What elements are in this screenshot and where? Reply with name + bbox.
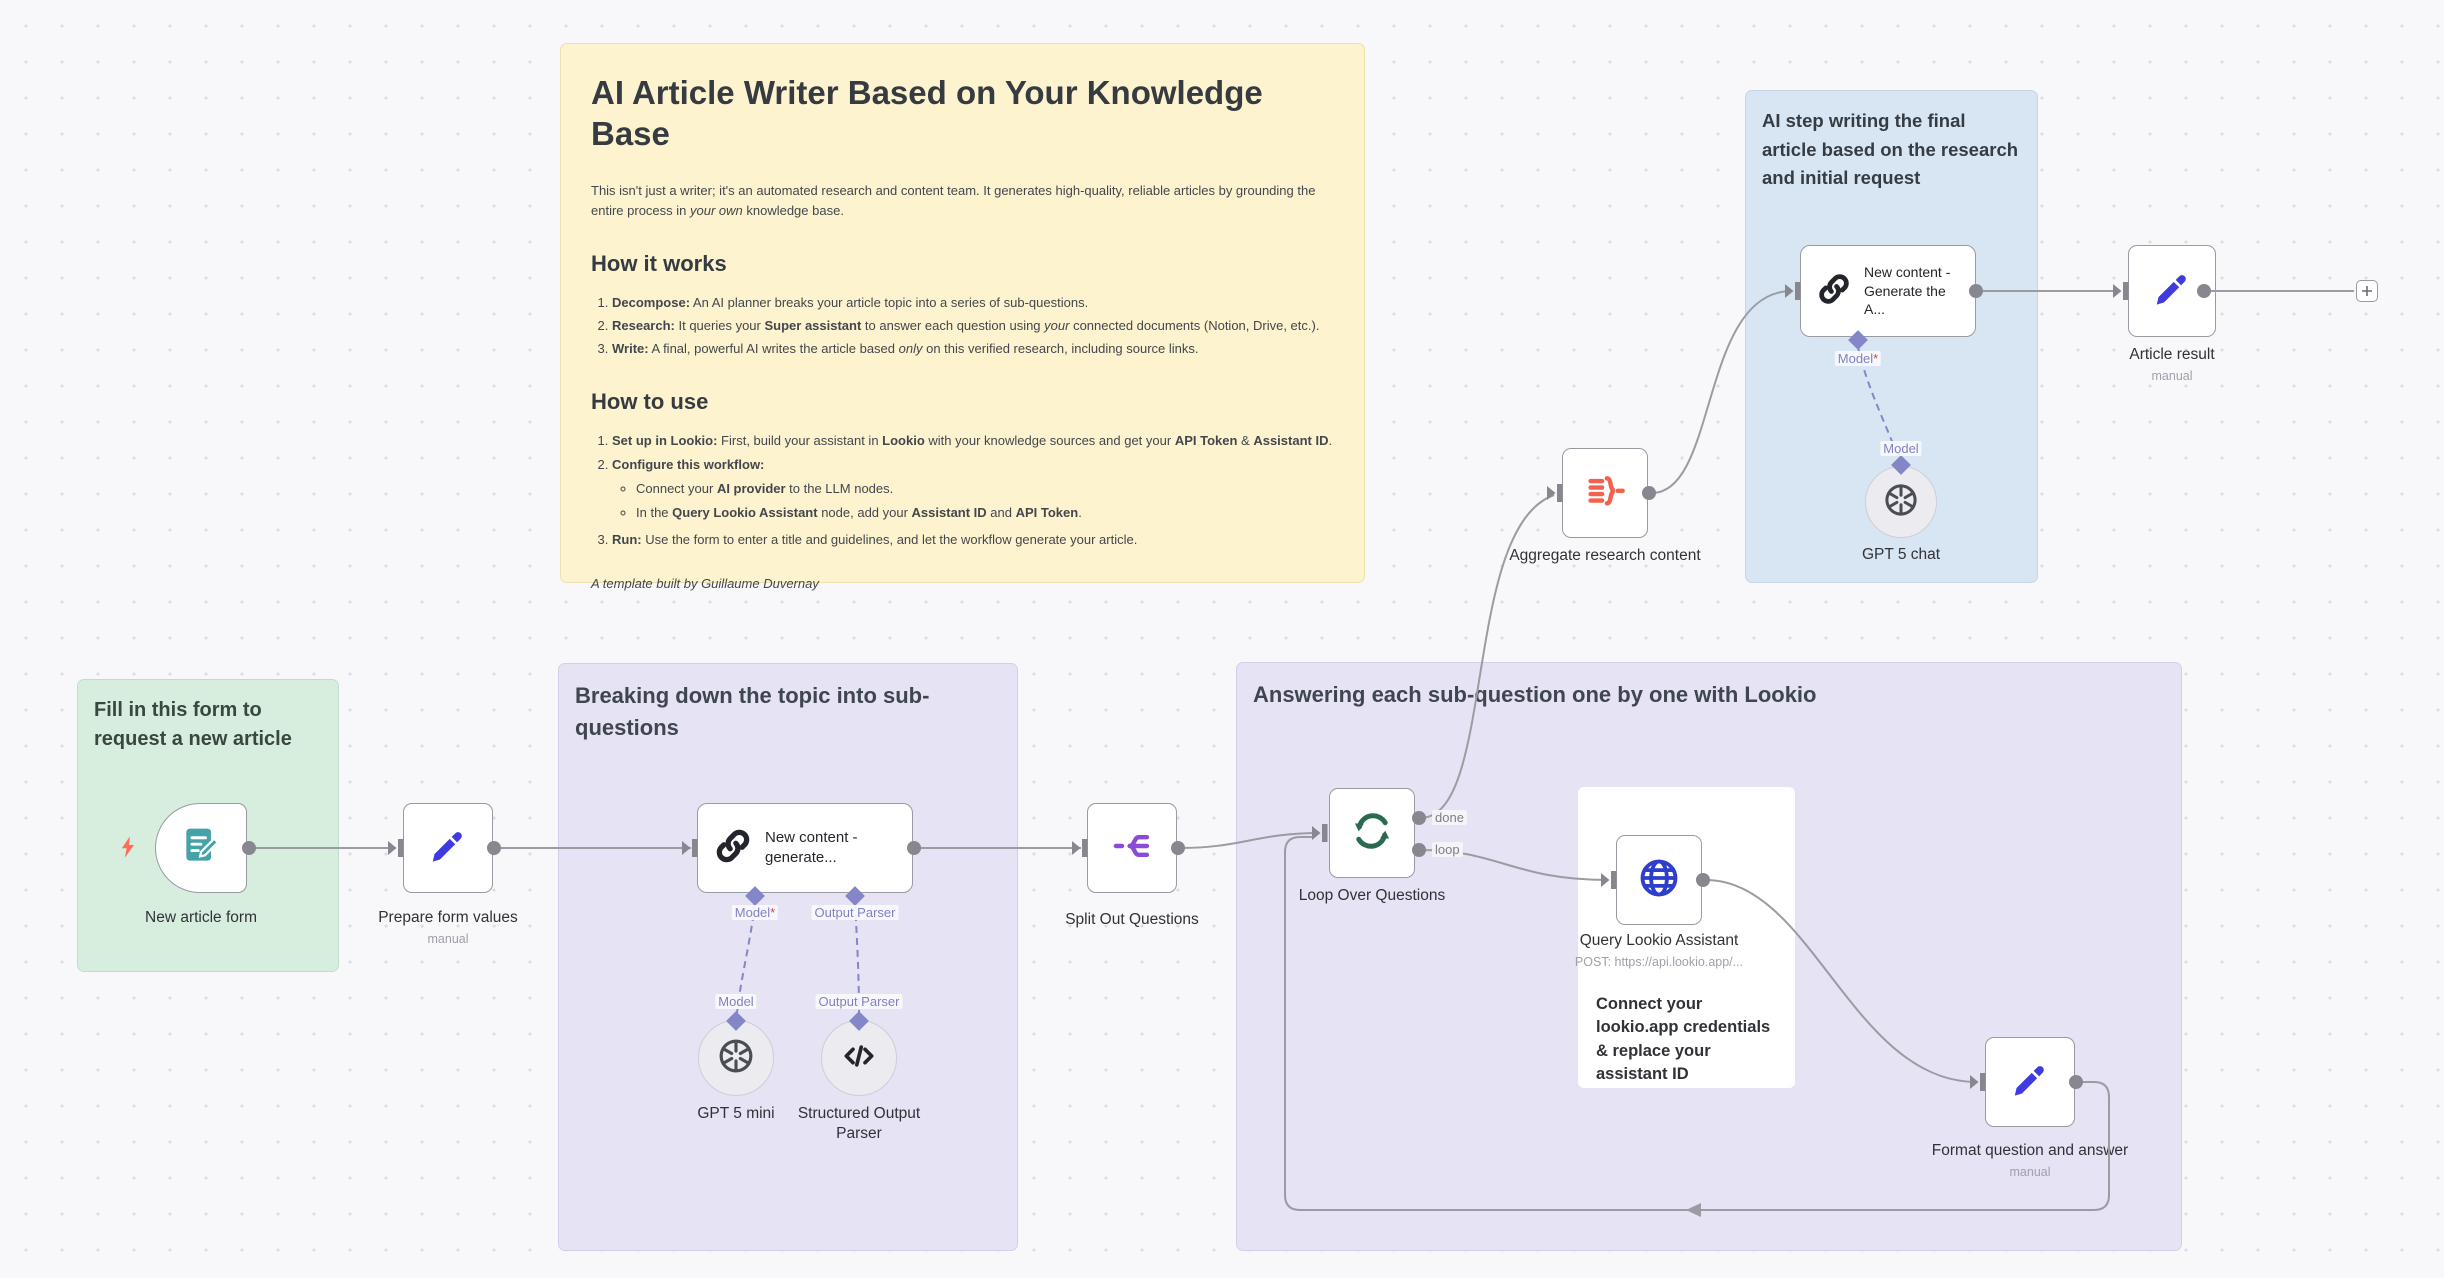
pencil-icon [427,825,469,872]
port-label-model: Model [715,994,757,1009]
globe-icon [1636,855,1682,906]
openai-icon [1882,481,1920,524]
node-generate-questions[interactable]: New content - generate... [697,803,913,893]
lookio-hint-text: Connect your lookio.app credentials & re… [1596,995,1771,1084]
node-generate-article[interactable]: New content - Generate the A... [1800,245,1976,337]
node-inner-title: New content - Generate the A... [1864,263,1951,318]
node-gpt5-mini[interactable] [698,1020,774,1096]
node-label-gpt5-chat: GPT 5 chat [1861,546,1941,563]
port-label-output-parser: Output Parser [811,905,899,920]
node-label-structured-output-parser: Structured Output Parser [797,1105,921,1143]
split-out-icon [1109,823,1155,874]
node-label-split-out-questions: Split Out Questions [1065,911,1199,928]
node-article-result[interactable] [2128,245,2216,337]
node-label-loop-over-questions: Loop Over Questions [1298,887,1446,904]
node-gpt5-chat[interactable] [1865,466,1937,538]
list-item: In the Query Lookio Assistant node, add … [636,503,1334,523]
list-item: Connect your AI provider to the LLM node… [636,479,1334,499]
list-item: Decompose: An AI planner breaks your art… [612,293,1334,313]
plus-icon [2362,286,2372,296]
note-title: Fill in this form to request a new artic… [94,699,292,750]
node-label-format-question-answer: Format question and answer manual [1931,1142,2129,1180]
note-intro: This isn't just a writer; it's an automa… [591,182,1316,218]
node-new-article-form[interactable] [155,803,247,893]
trigger-bolt-icon [116,834,142,865]
configure-sublist: Connect your AI provider to the LLM node… [612,479,1334,523]
sticky-note-breakdown[interactable]: Breaking down the topic into sub-questio… [558,663,1018,1251]
node-label-aggregate-research-content: Aggregate research content [1509,547,1701,564]
port-label-model: Model [1880,441,1922,456]
pencil-icon [2009,1059,2051,1106]
node-label-article-result: Article result manual [2129,346,2215,384]
openai-icon [716,1036,756,1081]
add-node-button[interactable] [2356,280,2378,302]
port-label-model-required: Model* [1834,351,1882,366]
port-label-model-required: Model* [731,905,779,920]
chain-icon [712,825,754,872]
node-split-out-questions[interactable] [1087,803,1177,893]
pencil-icon [2151,268,2193,315]
node-format-question-answer[interactable] [1985,1037,2075,1127]
note-title: AI Article Writer Based on Your Knowledg… [591,74,1263,153]
node-structured-output-parser[interactable] [821,1020,897,1096]
note-footer: A template built by Guillaume Duvernay [591,576,819,592]
how-to-use-heading: How to use [591,389,709,415]
loop-icon [1349,808,1395,859]
node-label-prepare-form-values: Prepare form values manual [378,909,518,947]
how-it-works-heading: How it works [591,250,727,276]
port-label-output-parser: Output Parser [815,994,903,1009]
sticky-note-form[interactable]: Fill in this form to request a new artic… [77,679,339,972]
list-item: Set up in Lookio: First, build your assi… [612,431,1334,451]
node-inner-title: New content - generate... [765,828,858,866]
description-content: AI Article Writer Based on Your Knowledg… [591,72,1334,594]
node-label-new-article-form: New article form [145,909,257,926]
list-item: Write: A final, powerful AI writes the a… [612,339,1334,359]
how-to-use-list: Set up in Lookio: First, build your assi… [591,431,1334,550]
sticky-note-description[interactable]: AI Article Writer Based on Your Knowledg… [560,43,1365,591]
form-icon [179,824,223,873]
list-item: Configure this workflow: Connect your AI… [612,455,1334,523]
aggregate-icon [1582,468,1628,519]
node-query-lookio-assistant[interactable] [1616,835,1702,925]
code-icon [840,1037,878,1080]
note-title: Breaking down the topic into sub-questio… [575,683,930,740]
port-label-loop: loop [1432,842,1463,857]
node-loop-over-questions[interactable] [1329,788,1415,878]
note-title: AI step writing the final article based … [1762,110,2019,189]
how-it-works-list: Decompose: An AI planner breaks your art… [591,293,1334,359]
node-aggregate-research-content[interactable] [1562,448,1648,538]
chain-icon [1815,270,1853,313]
list-item: Research: It queries your Super assistan… [612,316,1334,336]
list-item: Run: Use the form to enter a title and g… [612,530,1334,550]
port-label-done: done [1432,810,1467,825]
node-label-query-lookio-assistant: Query Lookio Assistant POST: https://api… [1574,932,1744,970]
node-label-gpt5-mini: GPT 5 mini [697,1105,775,1122]
node-prepare-form-values[interactable] [403,803,493,893]
note-title: Answering each sub-question one by one w… [1253,682,1817,707]
